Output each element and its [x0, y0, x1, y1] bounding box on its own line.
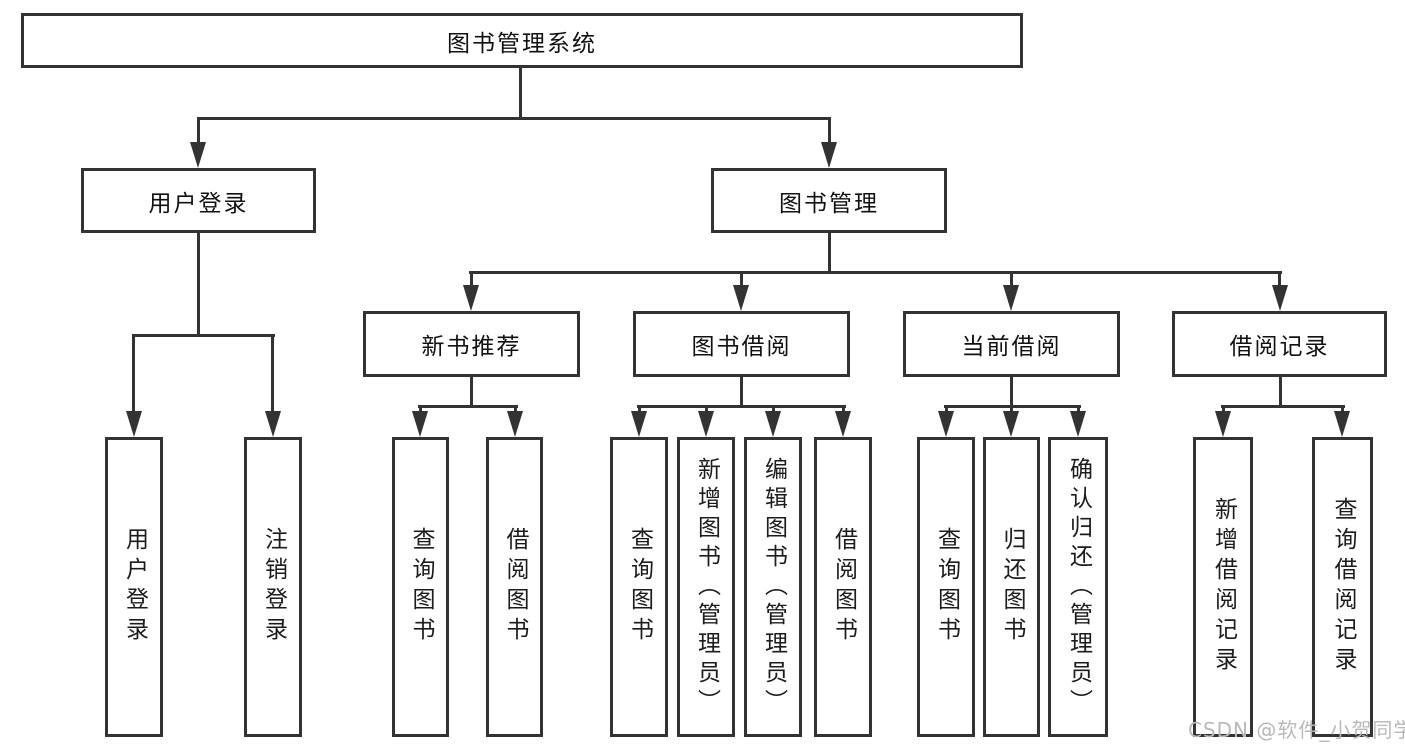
arrowhead-record [1272, 285, 1288, 311]
connector-book-mgmt-stub [828, 117, 831, 144]
connector-stub [842, 405, 845, 414]
node-current-borrow: 当前借阅 [903, 311, 1120, 377]
arrowhead-logout-leaf [265, 411, 281, 437]
node-leaf-cb-return-book: 归还图书 [983, 437, 1040, 737]
connector-stub [945, 405, 948, 414]
connector-stub [1222, 405, 1225, 414]
node-book-borrow: 图书借阅 [633, 311, 850, 377]
leaf-label: 编辑图书（管理员） [760, 456, 787, 718]
leaf-label: 注销登录 [260, 527, 287, 647]
node-leaf-logout: 注销登录 [244, 437, 302, 737]
arrowhead-user-login [190, 142, 206, 168]
arrowhead-bb-query [631, 411, 647, 437]
connector-root-down [519, 68, 522, 118]
connector-user-login-split [132, 334, 275, 337]
arrowhead-cb-query [938, 411, 954, 437]
node-leaf-cb-query-book: 查询图书 [917, 437, 975, 737]
node-leaf-rec-borrow-book: 借阅图书 [486, 437, 543, 737]
leaf-label: 借阅图书 [830, 527, 857, 647]
arrowhead-cb-confirm [1070, 411, 1086, 437]
connector-recommend-stub [470, 271, 473, 288]
connector-record-split [1221, 405, 1345, 408]
leaf-label: 借阅图书 [502, 527, 528, 647]
arrowhead-rec-borrow [507, 411, 523, 437]
connector-book-mgmt-down [828, 233, 831, 273]
connector-stub [1010, 405, 1013, 414]
connector-recommend-down [470, 377, 473, 407]
leaf-label: 新增借阅记录 [1210, 497, 1237, 677]
leaf-label: 查询借阅记录 [1330, 497, 1356, 677]
connector-logout-leaf-stub [271, 334, 274, 413]
connector-stub [419, 405, 422, 414]
connector-user-login-down [197, 233, 200, 336]
arrowhead-login-leaf [126, 411, 142, 437]
csdn-watermark: CSDN @软件_小贺同学 [1188, 718, 1405, 742]
connector-user-login-stub [197, 117, 200, 144]
connector-borrow-split [637, 405, 846, 408]
connector-login-leaf-stub [132, 334, 135, 413]
arrowhead-bb-borrow [835, 411, 851, 437]
node-leaf-user-login: 用户登录 [105, 437, 163, 737]
connector-stub [638, 405, 641, 414]
connector-level3-split [469, 271, 1282, 274]
connector-record-down [1279, 377, 1282, 407]
connector-borrow-down [740, 377, 743, 407]
connector-current-down [1010, 377, 1013, 407]
node-leaf-bb-add-book: 新增图书（管理员） [677, 437, 735, 737]
node-new-book-recommend: 新书推荐 [363, 311, 580, 377]
connector-stub [772, 405, 775, 414]
connector-stub [1077, 405, 1080, 414]
leaf-label: 归还图书 [999, 527, 1025, 647]
connector-current-stub [1010, 271, 1013, 288]
connector-stub [1341, 405, 1344, 414]
node-book-management: 图书管理 [711, 168, 947, 233]
node-borrow-record: 借阅记录 [1172, 311, 1387, 377]
arrowhead-br-add [1215, 411, 1231, 437]
node-leaf-rec-query-book: 查询图书 [392, 437, 449, 737]
arrowhead-br-query [1334, 411, 1350, 437]
node-library-management-system: 图书管理系统 [21, 13, 1023, 68]
node-leaf-br-query-record: 查询借阅记录 [1312, 437, 1373, 737]
connector-stub [514, 405, 517, 414]
leaf-label: 用户登录 [121, 527, 148, 647]
connector-stub [705, 405, 708, 414]
node-leaf-bb-edit-book: 编辑图书（管理员） [744, 437, 802, 737]
arrowhead-borrow [733, 285, 749, 311]
leaf-label: 查询图书 [933, 527, 960, 647]
arrowhead-rec-query [412, 411, 428, 437]
arrowhead-recommend [463, 285, 479, 311]
arrowhead-bb-edit [765, 411, 781, 437]
connector-level2-split [197, 117, 831, 120]
node-leaf-cb-confirm-return: 确认归还（管理员） [1048, 437, 1108, 737]
node-user-login: 用户登录 [81, 168, 316, 233]
node-leaf-br-add-record: 新增借阅记录 [1193, 437, 1253, 737]
leaf-label: 确认归还（管理员） [1065, 456, 1092, 718]
connector-record-stub [1278, 271, 1281, 288]
leaf-label: 查询图书 [408, 527, 434, 647]
node-leaf-bb-borrow-book: 借阅图书 [814, 437, 872, 737]
arrowhead-book-mgmt [821, 142, 837, 168]
connector-borrow-stub [740, 271, 743, 288]
leaf-label: 新增图书（管理员） [693, 456, 720, 718]
arrowhead-bb-add [698, 411, 714, 437]
node-leaf-bb-query-book: 查询图书 [610, 437, 668, 737]
leaf-label: 查询图书 [626, 527, 653, 647]
arrowhead-current [1003, 285, 1019, 311]
connector-recommend-split [418, 405, 518, 408]
arrowhead-cb-return [1003, 411, 1019, 437]
